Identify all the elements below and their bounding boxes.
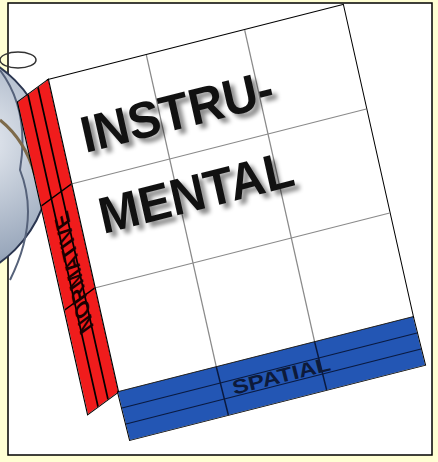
- grid-line: [216, 367, 228, 415]
- panel: [8, 3, 432, 455]
- grid-line: [38, 87, 108, 399]
- grid-line: [28, 95, 98, 407]
- grid-line: [122, 333, 417, 408]
- grid-line: [126, 349, 421, 424]
- grid-line: [41, 184, 71, 206]
- face-label: INSTRU- MENTAL: [72, 28, 374, 258]
- face-label: SPATIAL: [230, 354, 332, 398]
